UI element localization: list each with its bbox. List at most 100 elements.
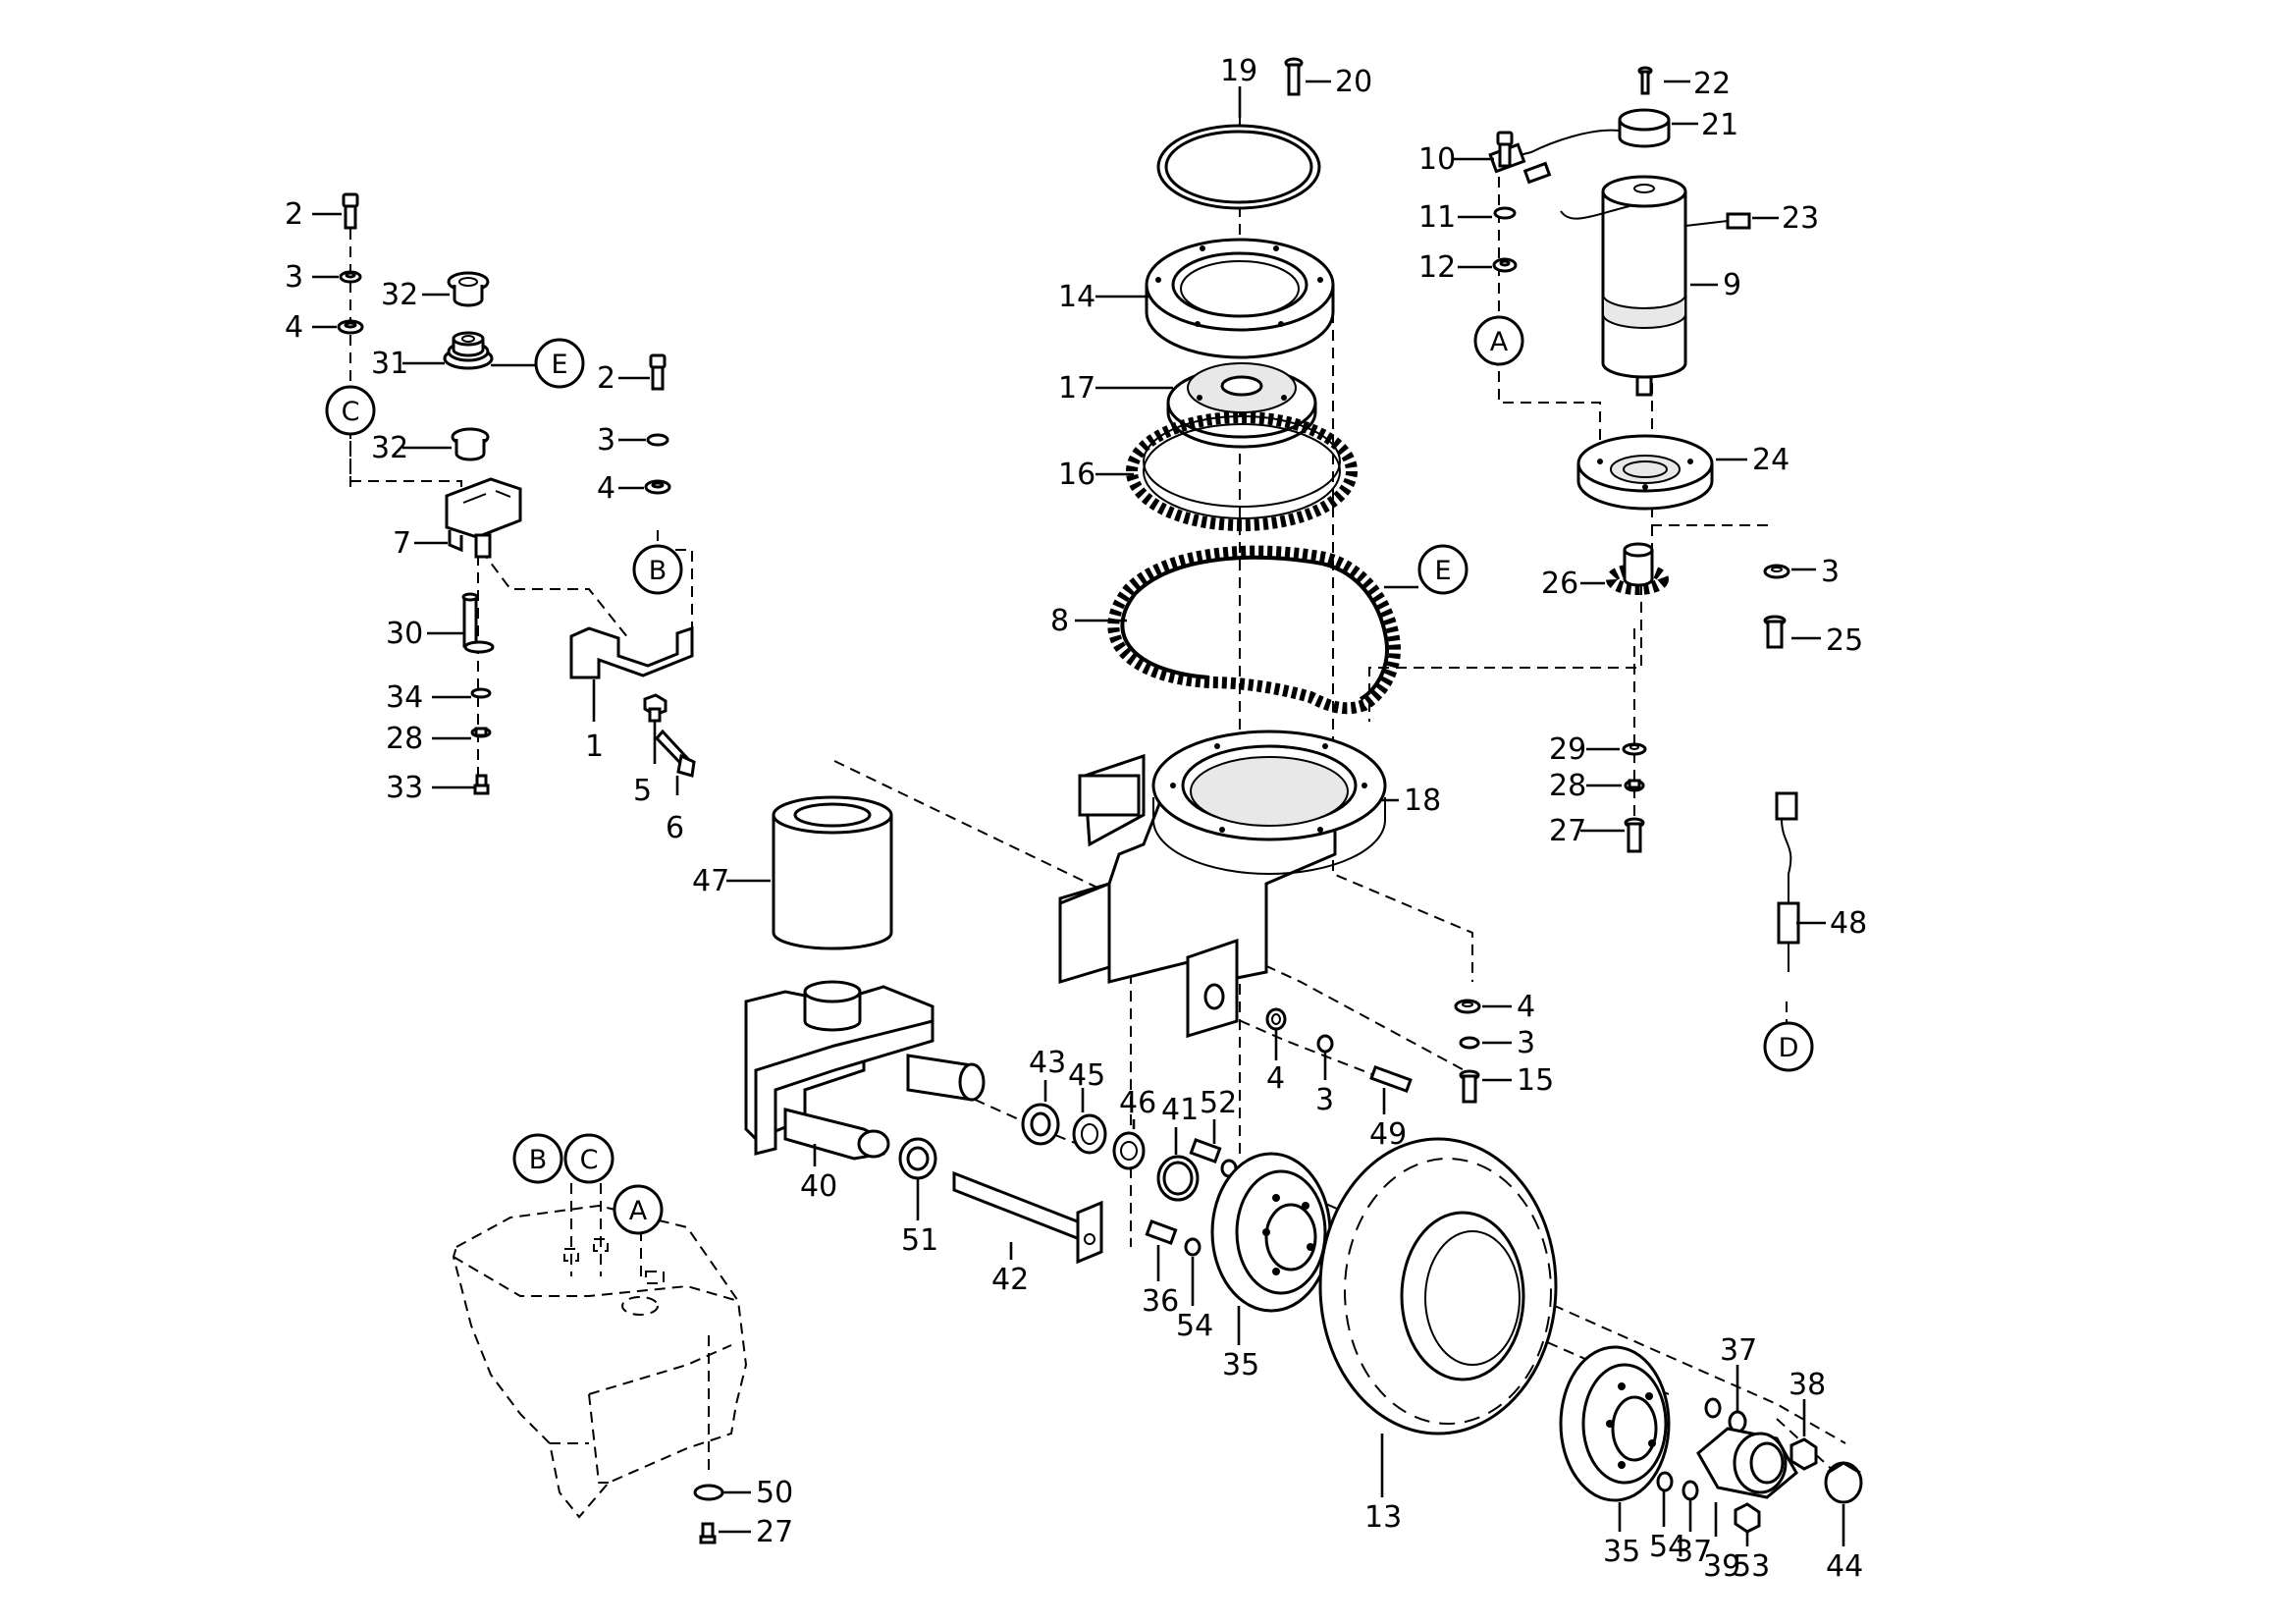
label-18: 18 [1404, 784, 1441, 818]
label-8: 8 [1050, 604, 1069, 638]
part-tyre-13 [1318, 1137, 1558, 1435]
leader-lines [312, 80, 1845, 1546]
part-pin-30 [461, 592, 495, 654]
svg-text:C: C [342, 397, 360, 427]
part-washer-12 [1492, 257, 1518, 273]
chassis-outline [452, 1204, 748, 1544]
part-washer-54-right [1704, 1397, 1722, 1419]
callout-e-top: E [534, 338, 585, 389]
label-3-right: 3 [1821, 555, 1840, 589]
label-3-center: 3 [1315, 1083, 1334, 1117]
part-rim-35-inner [1210, 1152, 1332, 1313]
label-28-left: 28 [386, 722, 423, 756]
callout-d-right: D [1763, 1021, 1814, 1072]
top-left-mounting-group [337, 192, 696, 795]
motor-group [1488, 66, 1800, 972]
shaft-parts [898, 999, 1481, 1265]
label-54-low: 54 [1176, 1309, 1213, 1343]
callout-b-mid: B [632, 544, 683, 595]
part-mounting-bracket-1 [569, 625, 694, 679]
svg-text:B: B [529, 1145, 548, 1175]
part-tensioner-bracket-7 [445, 477, 522, 559]
part-axle-bracket-40 [744, 980, 986, 1161]
part-washer-28-right [1624, 779, 1645, 792]
part-bolt-20 [1284, 57, 1304, 96]
part-number-labels: 2 3 4 32 31 32 7 30 34 28 33 2 3 4 1 5 6… [285, 54, 1867, 1584]
label-54-rim: 54 [1649, 1530, 1686, 1564]
label-27-bottom: 27 [756, 1515, 793, 1549]
svg-text:C: C [580, 1145, 599, 1175]
label-45: 45 [1068, 1058, 1105, 1093]
part-nut-38 [1789, 1437, 1818, 1471]
part-seal-ring-19 [1156, 124, 1321, 210]
part-lock-washer-45 [1072, 1113, 1107, 1155]
label-2-left: 2 [285, 197, 303, 232]
part-washer-4-mid [644, 479, 671, 495]
label-40: 40 [800, 1169, 837, 1204]
part-washer-34 [470, 687, 492, 699]
svg-text:A: A [1490, 327, 1509, 357]
label-11: 11 [1418, 200, 1456, 235]
svg-text:E: E [1434, 556, 1451, 586]
part-seal-41 [1156, 1155, 1200, 1202]
label-24: 24 [1752, 443, 1789, 477]
part-bolt-10 [1496, 131, 1514, 168]
label-4-left: 4 [285, 310, 303, 345]
part-spacer-51 [898, 1137, 937, 1180]
part-washer-54-rim [1656, 1471, 1674, 1492]
part-drive-sprocket-26 [1606, 542, 1669, 595]
part-sensor-cable-48 [1775, 791, 1800, 972]
label-31: 31 [371, 347, 408, 381]
label-22: 22 [1693, 67, 1731, 101]
part-axle-42 [952, 1170, 1103, 1265]
label-5: 5 [633, 774, 652, 808]
part-nut-46 [1112, 1131, 1146, 1170]
label-10: 10 [1418, 142, 1456, 177]
label-26: 26 [1541, 567, 1578, 601]
svg-text:D: D [1779, 1033, 1799, 1063]
label-23: 23 [1782, 201, 1819, 236]
part-bushing-32-top [447, 271, 490, 307]
label-32-top: 32 [381, 278, 418, 312]
part-rim-35-outer [1559, 1345, 1671, 1502]
label-1: 1 [585, 730, 604, 764]
part-washer-3-center [1316, 1034, 1334, 1054]
label-27-right: 27 [1549, 814, 1586, 848]
label-19: 19 [1220, 54, 1257, 88]
label-16: 16 [1058, 458, 1095, 492]
part-bolt-2-mid [649, 353, 667, 391]
label-35-inner: 35 [1222, 1348, 1259, 1382]
label-52: 52 [1200, 1086, 1237, 1120]
part-washer-4-left [337, 319, 364, 335]
part-washer-54-low [1184, 1237, 1201, 1257]
part-nut-53 [1734, 1502, 1761, 1534]
part-sprocket-31 [443, 331, 494, 370]
part-bolt-25 [1763, 615, 1787, 649]
callout-a-bottom: A [613, 1184, 664, 1235]
part-nut-5 [643, 693, 667, 723]
label-2-mid: 2 [597, 361, 615, 396]
part-washer-4-center [1265, 1007, 1287, 1031]
part-motor-flange-24 [1576, 434, 1714, 511]
label-7: 7 [393, 526, 411, 561]
label-41: 41 [1161, 1093, 1199, 1127]
part-bolt-15 [1459, 1069, 1480, 1104]
label-4-right: 4 [1517, 990, 1535, 1024]
part-washer-50 [693, 1484, 724, 1501]
part-flange-plate-17 [1166, 362, 1317, 449]
label-29: 29 [1549, 732, 1586, 767]
label-44: 44 [1826, 1549, 1863, 1584]
label-28-right: 28 [1549, 769, 1586, 803]
label-49: 49 [1369, 1117, 1407, 1152]
label-39: 39 [1703, 1549, 1740, 1584]
label-4-center: 4 [1266, 1061, 1285, 1096]
callout-circles: E C B A E D B C A [325, 315, 1814, 1235]
label-47: 47 [692, 864, 729, 898]
part-bolt-27-bottom [699, 1522, 717, 1544]
label-36: 36 [1142, 1284, 1179, 1319]
label-51: 51 [901, 1223, 938, 1258]
top-bearing-stack [1107, 57, 1401, 715]
label-37-top: 37 [1720, 1333, 1757, 1368]
part-washer-28-left [470, 727, 492, 738]
label-9: 9 [1723, 268, 1741, 302]
